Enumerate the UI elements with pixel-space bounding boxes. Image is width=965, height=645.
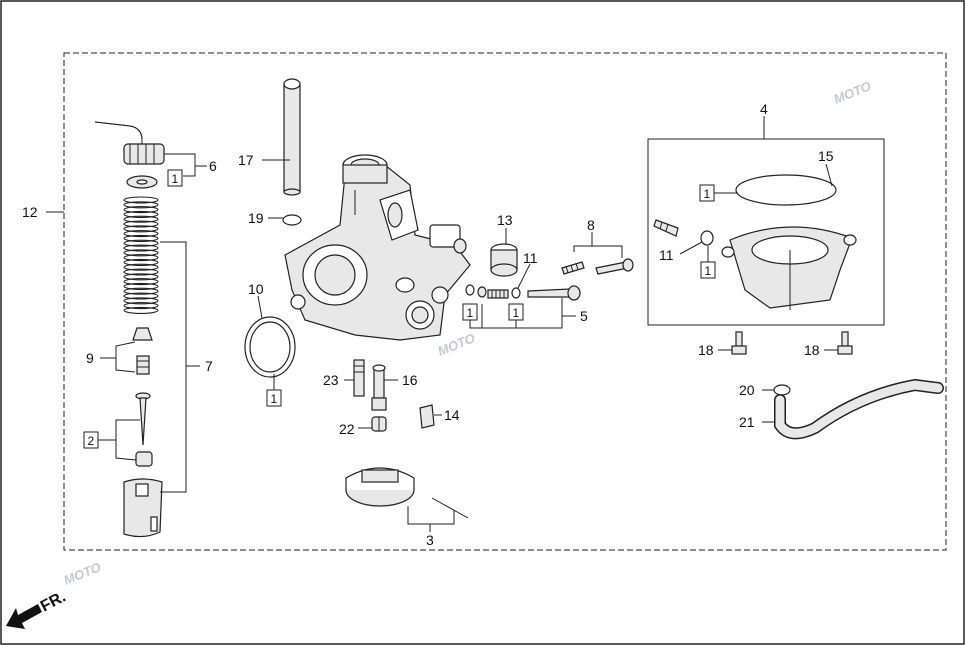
svg-text:2: 2 [88, 434, 95, 448]
washer-hole [136, 179, 148, 185]
callout-18a: 18 [698, 342, 714, 358]
pilot-jet [371, 416, 387, 432]
hose-clip [282, 214, 302, 226]
callout-13: 13 [497, 212, 513, 228]
bolt-left [731, 331, 747, 355]
callout-3: 3 [426, 532, 434, 548]
callout-17: 17 [238, 152, 254, 168]
ref-box-right: 1 [508, 303, 524, 321]
callout-11b: 11 [659, 247, 674, 263]
float-valve [419, 404, 435, 429]
chamber-gasket [735, 174, 837, 206]
assembly-boundary [63, 52, 947, 551]
chamber-cap [490, 243, 518, 277]
carburetor-body [284, 154, 471, 341]
drain-hose [774, 378, 944, 440]
drain-oring [700, 230, 714, 246]
ref-box-cap: 1 [167, 169, 183, 187]
mixture-screw-set [465, 284, 581, 301]
callout-12: 12 [22, 204, 38, 220]
callout-23: 23 [323, 372, 339, 388]
throttle-slide [123, 478, 163, 538]
needle-clip [132, 327, 153, 375]
callout-5: 5 [580, 308, 588, 324]
svg-text:1: 1 [271, 392, 278, 406]
float [345, 467, 469, 519]
overflow-tube [283, 78, 301, 196]
watermark-bottom-left: MOTO [62, 559, 104, 587]
main-jet [353, 359, 365, 397]
callout-22: 22 [339, 421, 355, 437]
ref-box-float: 1 [700, 261, 716, 279]
watermark-top-right: MOTO [832, 78, 874, 106]
idle-screw-set [561, 258, 634, 275]
callout-4: 4 [760, 101, 768, 117]
ref-box-oring: 1 [699, 184, 715, 202]
callout-20: 20 [739, 382, 755, 398]
callout-19: 19 [248, 210, 264, 226]
front-arrow-icon [6, 604, 42, 629]
callout-7: 7 [205, 358, 213, 374]
callout-14: 14 [444, 407, 460, 423]
float-bowl [721, 226, 857, 310]
intake-gasket-inner [249, 321, 291, 373]
callout-16: 16 [402, 372, 418, 388]
callout-11a: 11 [523, 250, 538, 266]
bolt-right [837, 331, 853, 355]
callout-6: 6 [209, 158, 217, 174]
leader-lines [46, 116, 838, 532]
svg-text:1: 1 [513, 306, 520, 320]
callout-18b: 18 [804, 342, 820, 358]
callout-15: 15 [818, 148, 834, 164]
hose-clamp [773, 384, 791, 396]
cable-adjuster [94, 121, 165, 165]
jet-needle [135, 392, 153, 467]
float-chamber-box [647, 138, 885, 326]
callout-8: 8 [587, 217, 595, 233]
ref-box-gasket: 1 [266, 389, 282, 407]
callout-21: 21 [739, 414, 755, 430]
callout-9: 9 [86, 350, 94, 366]
watermark-center: MOTO [436, 330, 478, 358]
ref-box-left: 1 [462, 303, 478, 321]
throttle-spring [123, 196, 159, 314]
callout-10: 10 [248, 281, 264, 297]
drain-screw [653, 219, 679, 237]
svg-text:1: 1 [704, 187, 711, 201]
front-direction-label: FR. [38, 588, 69, 615]
needle-jet [371, 364, 387, 411]
svg-text:1: 1 [172, 172, 179, 186]
svg-text:1: 1 [467, 306, 474, 320]
svg-text:1: 1 [705, 264, 712, 278]
ref-box-2: 2 [83, 431, 99, 449]
